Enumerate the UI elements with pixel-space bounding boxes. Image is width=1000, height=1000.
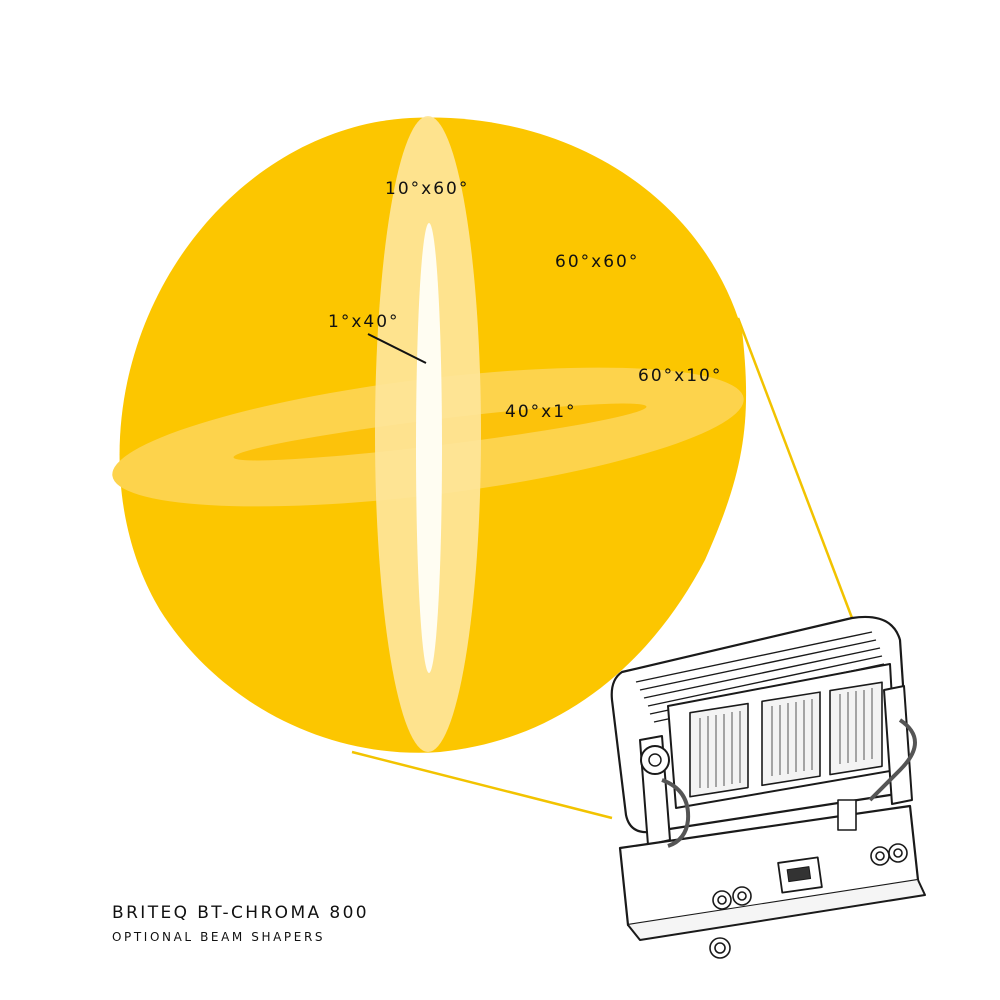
label-40x1: 40°x1° xyxy=(505,402,577,422)
fixture-yoke-right xyxy=(883,685,913,805)
fixture-mount xyxy=(837,799,857,831)
caption-title: BRITEQ BT-CHROMA 800 xyxy=(112,903,370,923)
projection-line-top xyxy=(736,317,854,619)
projection-line-bottom xyxy=(351,750,613,820)
fixture-fin-blocks xyxy=(689,681,883,798)
label-60x60: 60°x60° xyxy=(555,252,639,272)
label-1x40: 1°x40° xyxy=(328,312,400,332)
label-10x60: 10°x60° xyxy=(385,179,469,199)
led-fixture-illustration xyxy=(610,615,926,959)
fixture-cable-left xyxy=(661,778,691,848)
caption-subtitle: OPTIONAL BEAM SHAPERS xyxy=(112,930,326,944)
fixture-connectors xyxy=(709,843,908,959)
fixture-cable-right xyxy=(868,718,917,802)
label-60x10: 60°x10° xyxy=(638,366,722,386)
beam-1x40-shape xyxy=(416,223,442,673)
projection-lines xyxy=(351,317,854,820)
beam-1x40-leader xyxy=(367,333,427,364)
